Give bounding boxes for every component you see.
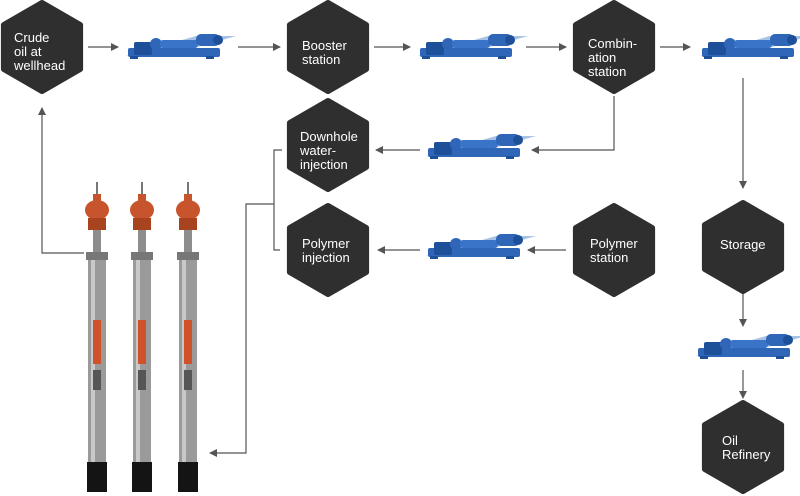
arrow-manifold-to-well: [209, 203, 274, 457]
polymer-injection-hexagon: [286, 203, 370, 297]
injection-manifold-line: [273, 149, 282, 251]
crude-oil-hexagon: [0, 0, 84, 94]
pump-icon-6: [696, 334, 800, 359]
pump-group: [126, 34, 800, 359]
polymer-station-label: Polymer station: [590, 236, 638, 265]
well-icon-2: [129, 181, 155, 493]
arrow-wellhead-to-crude: [38, 107, 84, 254]
oil-refinery-label: Oil Refinery: [722, 433, 771, 462]
combination-station-hexagon: [572, 0, 656, 94]
crude-oil-label: Crude oil at wellhead: [14, 30, 66, 73]
storage-hexagon: [701, 200, 785, 294]
downhole-water-injection-hexagon: [286, 98, 370, 192]
storage-label: Storage: [720, 237, 766, 252]
pump-icon-2: [418, 34, 528, 59]
combination-station-label: Combin- ation station: [588, 36, 638, 79]
pump-icon-5: [426, 234, 536, 259]
well-group: [84, 181, 201, 493]
connector-lines: [38, 43, 747, 457]
arrow-combination-to-pump4: [531, 96, 615, 154]
well-icon-1: [84, 181, 110, 493]
oil-refinery-hexagon: [701, 400, 785, 494]
polymer-injection-label: Polymer injection: [302, 236, 350, 265]
pump-icon-1: [126, 34, 236, 59]
downhole-water-injection-label: Downhole water- injection: [300, 129, 358, 172]
pump-icon-3: [700, 34, 800, 59]
booster-station-hexagon: [286, 0, 370, 94]
pump-icon-4: [426, 134, 536, 159]
node-group: [0, 0, 785, 494]
well-icon-3: [175, 181, 201, 493]
booster-station-label: Booster station: [302, 38, 347, 67]
polymer-station-hexagon: [572, 203, 656, 297]
